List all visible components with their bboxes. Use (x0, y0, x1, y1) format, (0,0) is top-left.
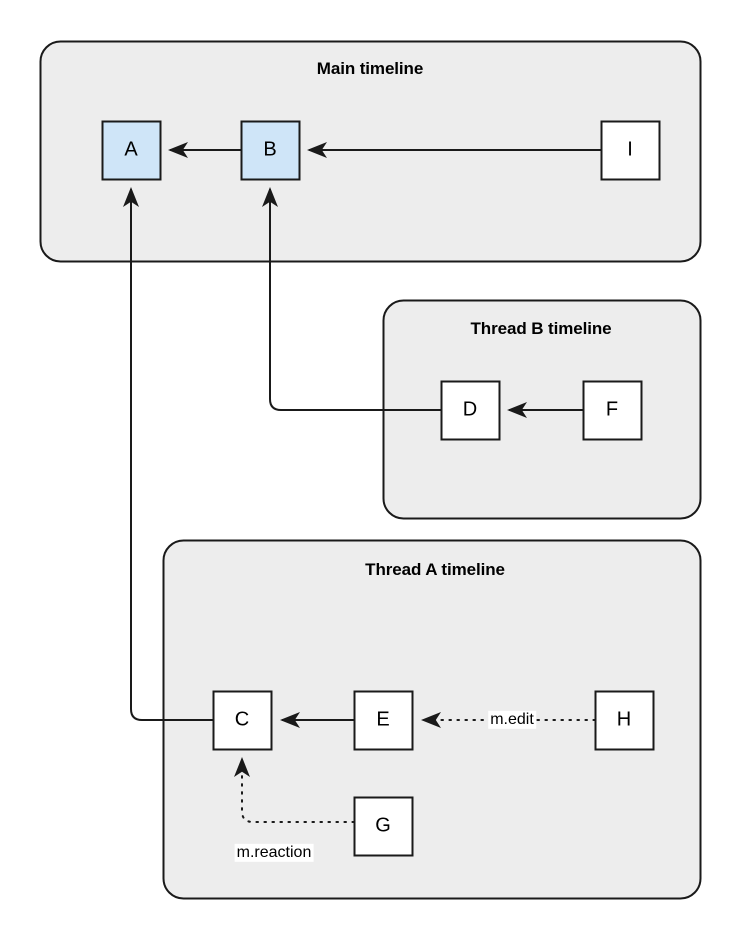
event-node-label-A: A (124, 138, 138, 161)
event-node-label-I: I (627, 138, 633, 161)
event-node-E[interactable] (353, 690, 414, 751)
timeline-group-main (39, 40, 702, 263)
edge-D-to-B (262, 187, 441, 411)
edge-label-G-to-C: m.reaction (234, 843, 314, 863)
event-node-I[interactable] (600, 120, 661, 181)
timeline-group-title-main: Main timeline (316, 59, 424, 78)
timeline-group-title-thread-b: Thread B timeline (470, 319, 612, 338)
event-node-label-E: E (376, 708, 390, 731)
event-node-label-C: C (234, 708, 250, 731)
event-node-label-B: B (263, 138, 277, 161)
event-node-label-G: G (375, 814, 391, 837)
event-node-label-F: F (605, 398, 619, 421)
event-node-label-D: D (462, 398, 478, 421)
event-node-H[interactable] (594, 690, 655, 751)
event-node-C[interactable] (212, 690, 273, 751)
event-nodes (101, 120, 661, 857)
event-node-G[interactable] (353, 796, 414, 857)
edge-label-H-to-E: m.edit (488, 710, 536, 730)
edge-connectors (123, 142, 601, 823)
edge-C-to-A (123, 187, 213, 721)
timeline-group-title-thread-a: Thread A timeline (365, 560, 505, 579)
event-node-A[interactable] (101, 120, 162, 181)
event-node-F[interactable] (582, 380, 643, 441)
event-node-D[interactable] (440, 380, 501, 441)
event-node-B[interactable] (240, 120, 301, 181)
event-node-label-H: H (616, 708, 632, 731)
